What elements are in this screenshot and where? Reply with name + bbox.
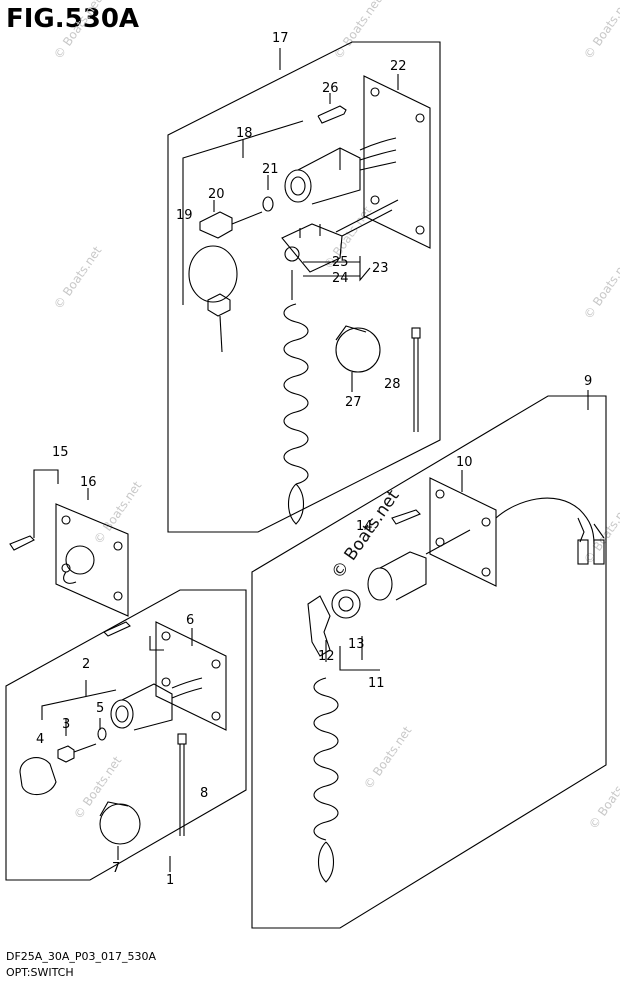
callout-28: 28 [384, 377, 401, 392]
figure-title: FIG.530A [6, 4, 140, 34]
watermark: © Boats.net [51, 243, 105, 311]
callout-23: 23 [372, 261, 389, 276]
watermark: © Boats.net [361, 723, 415, 791]
callout-11: 11 [368, 676, 385, 691]
callout-labels: 17 22 26 18 21 20 19 25 23 24 28 27 9 15… [36, 31, 592, 888]
callout-10: 10 [456, 455, 473, 470]
watermark-center: © Boats.net [328, 486, 404, 583]
callout-2: 2 [82, 657, 90, 672]
watermark-layer: © Boats.net © Boats.net © Boats.net © Bo… [51, 0, 620, 832]
callout-4: 4 [36, 732, 44, 747]
section-name: OPT:SWITCH [6, 966, 74, 979]
panel-plate-10 [429, 477, 497, 587]
callout-14: 14 [356, 519, 373, 534]
callout-5: 5 [96, 701, 104, 716]
callout-1: 1 [166, 873, 174, 888]
callout-6: 6 [186, 613, 194, 628]
callout-3: 3 [62, 717, 70, 732]
callout-25: 25 [332, 255, 349, 270]
watermark: © Boats.net [331, 0, 385, 62]
callout-22: 22 [390, 59, 407, 74]
kill-switch-plate-16 [55, 503, 129, 617]
panel-plate-6 [155, 621, 227, 731]
watermark: © Boats.net [91, 478, 145, 546]
callout-24: 24 [332, 271, 349, 286]
callout-12: 12 [318, 649, 335, 664]
callout-8: 8 [200, 786, 208, 801]
panel-plate-22 [363, 75, 431, 249]
callout-27: 27 [345, 395, 362, 410]
model-code: DF25A_30A_P03_017_530A [6, 950, 156, 963]
watermark: © Boats.net [71, 753, 125, 821]
callout-9: 9 [584, 374, 592, 389]
watermark: © Boats.net [581, 0, 620, 62]
callout-26: 26 [322, 81, 339, 96]
callout-15: 15 [52, 445, 69, 460]
callout-19: 19 [176, 208, 193, 223]
callout-16: 16 [80, 475, 97, 490]
kit-box-17 [167, 41, 441, 533]
callout-18: 18 [236, 126, 253, 141]
callout-7: 7 [112, 861, 120, 876]
kit-box-1 [5, 589, 247, 881]
watermark: © Boats.net [51, 0, 105, 62]
kit-box-9 [251, 395, 607, 929]
callout-13: 13 [348, 637, 365, 652]
callout-17: 17 [272, 31, 289, 46]
callout-20: 20 [208, 187, 225, 202]
callout-21: 21 [262, 162, 279, 177]
watermark: © Boats.net [581, 253, 620, 321]
